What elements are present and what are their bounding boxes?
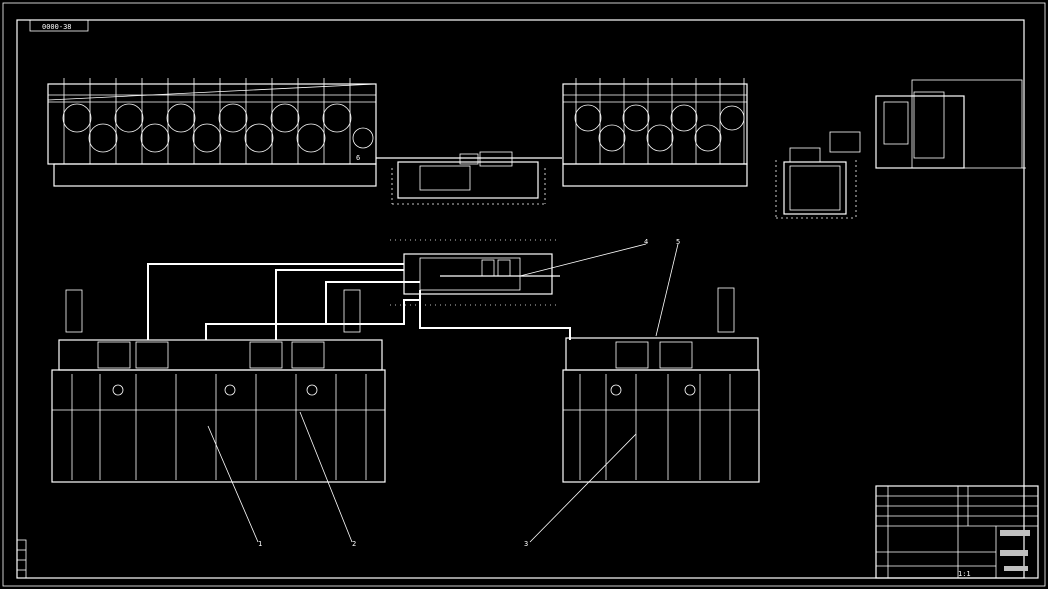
title-block-fill-1 [1000,530,1030,536]
binding-strip [16,539,27,579]
bottom-left-plan [51,289,386,483]
title-block-fill-3 [1004,566,1028,571]
bottom-right-motors [610,287,735,396]
callout-labels: 1 2 3 4 5 6 [258,154,680,548]
top-left-wheels [62,103,374,153]
drawing-code-box: 0000-38 [29,19,89,32]
bottom-right-panels [615,341,693,369]
top-left-elevation [47,78,377,187]
bottom-right-plan [562,287,760,483]
callout-2: 2 [352,540,356,548]
bottom-left-motors [65,289,361,396]
callout-5: 5 [676,238,680,246]
callout-3: 3 [524,540,528,548]
control-box [390,239,560,306]
top-left-posts [63,78,351,164]
side-view [775,79,1026,219]
bottom-left-bays [52,374,385,480]
scale-label: 1:1 [958,570,971,578]
drawing-border [16,19,1025,579]
drawing-code: 0000-38 [42,23,72,31]
bottom-right-bays [563,374,759,480]
top-right-elevation [562,78,748,187]
callout-4: 4 [644,238,648,246]
callout-1: 1 [258,540,262,548]
bottom-left-panels [97,341,325,369]
callout-6: 6 [356,154,360,162]
top-right-wheels [574,104,745,152]
title-block: 1:1 [875,485,1039,579]
callout-leaders [207,243,679,543]
title-block-fill-2 [1000,550,1028,556]
pipe-routing [147,263,571,340]
center-pump-pit [376,151,562,205]
